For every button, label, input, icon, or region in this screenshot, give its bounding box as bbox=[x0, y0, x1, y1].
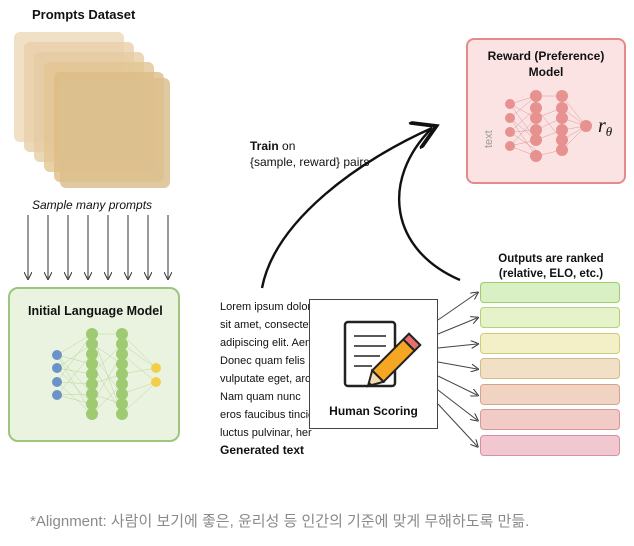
generated-text: Lorem ipsum dolor sit amet, consectet ad… bbox=[220, 298, 320, 442]
ranked-output-bar bbox=[480, 384, 620, 405]
generated-line: adipiscing elit. Aen bbox=[220, 337, 312, 349]
reward-model-title-line1: Reward (Preference) bbox=[487, 49, 605, 63]
ranked-output-bar bbox=[480, 333, 620, 354]
train-label: Train on {sample, reward} pairs bbox=[250, 138, 369, 170]
train-bold: Train bbox=[250, 139, 279, 153]
scoring-to-rank-arrows bbox=[437, 293, 477, 446]
generated-line: Nam quam nunc bbox=[220, 391, 301, 403]
sample-label: Sample many prompts bbox=[32, 198, 153, 212]
footnote: *Alignment: 사람이 보기에 좋은, 윤리성 등 인간의 기준에 맞게… bbox=[30, 513, 530, 530]
ranked-output-bar bbox=[480, 435, 620, 456]
generated-line: eros faucibus tincic bbox=[220, 409, 314, 421]
reward-model-title: Reward (Preference) Model bbox=[466, 48, 626, 80]
train-line2: {sample, reward} pairs bbox=[250, 155, 370, 169]
prompt-stack bbox=[14, 32, 170, 188]
generated-line: luctus pulvinar, her bbox=[220, 427, 312, 439]
human-scoring-label: Human Scoring bbox=[329, 404, 418, 418]
generated-line: sit amet, consectet bbox=[220, 319, 312, 331]
train-rest: on bbox=[278, 139, 296, 153]
train-arrows bbox=[260, 128, 461, 289]
sampling-arrows bbox=[28, 215, 168, 278]
generated-line: vulputate eget, arc bbox=[220, 373, 311, 385]
ranked-title-line1: Outputs are ranked bbox=[498, 253, 604, 265]
generated-text-label: Generated text bbox=[220, 443, 305, 457]
generated-line: Donec quam felis bbox=[220, 355, 305, 367]
ranked-output-bar bbox=[480, 358, 620, 379]
initial-lm-title: Initial Language Model bbox=[28, 304, 163, 318]
reward-model-title-line2: Model bbox=[528, 65, 564, 79]
ranked-title-line2: (relative, ELO, etc.) bbox=[498, 268, 604, 280]
ranked-title: Outputs are ranked (relative, ELO, etc.) bbox=[476, 252, 626, 282]
ranked-output-bar bbox=[480, 409, 620, 430]
ranked-output-bar bbox=[480, 282, 620, 303]
generated-line: Lorem ipsum dolor bbox=[220, 301, 312, 313]
dataset-title: Prompts Dataset bbox=[32, 7, 136, 22]
ranked-output-bar bbox=[480, 307, 620, 328]
